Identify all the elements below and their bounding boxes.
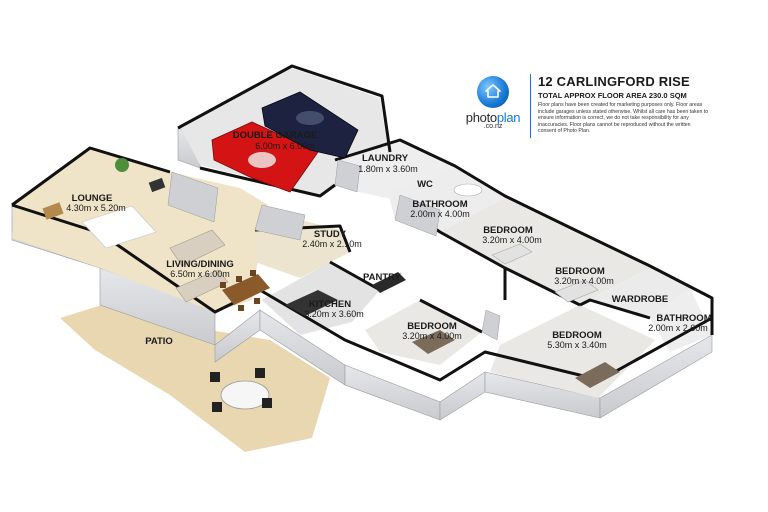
room-dims-garage: 6.00m x 6.00m	[255, 141, 315, 151]
room-dims-bed3: 3.20m x 4.00m	[402, 331, 462, 341]
room-name-garage: DOUBLE GARAGE	[233, 130, 317, 141]
patio-area	[60, 300, 330, 452]
room-name-laundry: LAUNDRY	[362, 153, 409, 164]
room-dims-bed1: 3.20m x 4.00m	[482, 235, 542, 245]
room-name-lounge: LOUNGE	[72, 193, 113, 204]
interior-walls	[167, 159, 501, 341]
room-name-study: STUDY	[314, 229, 347, 240]
room-name-wardrobe: WARDROBE	[612, 294, 668, 305]
room-name-bed4: BEDROOM	[552, 330, 602, 341]
house-icon	[477, 76, 509, 108]
photoplan-logo: photoplan .co.nz	[458, 76, 528, 136]
room-name-bed1: BEDROOM	[483, 225, 533, 236]
room-dims-kitchen: 3.20m x 3.60m	[304, 309, 364, 319]
room-dims-laundry: 1.80m x 3.60m	[358, 164, 418, 174]
room-name-wc: WC	[417, 179, 433, 190]
room-name-bath1: BATHROOM	[412, 199, 467, 210]
property-address: 12 CARLINGFORD RISE	[538, 74, 690, 89]
room-name-living: LIVING/DINING	[166, 259, 234, 270]
car-dark	[261, 91, 359, 159]
room-dims-bath2: 2.00m x 2.60m	[648, 323, 708, 333]
room-dims-lounge: 4.30m x 5.20m	[66, 203, 126, 213]
room-labels: DOUBLE GARAGE 6.00m x 6.00m LAUNDRY 1.80…	[66, 130, 711, 350]
room-name-bed2: BEDROOM	[555, 266, 605, 277]
room-name-pantry: PANTRY	[363, 272, 402, 283]
outdoor-table	[210, 368, 272, 412]
plan-header: photoplan .co.nz 12 CARLINGFORD RISE TOT…	[458, 70, 708, 140]
room-name-kitchen: KITCHEN	[309, 299, 351, 310]
property-info: 12 CARLINGFORD RISE TOTAL APPROX FLOOR A…	[538, 74, 710, 135]
logo-brand-a: photo	[465, 110, 497, 125]
wall-tops	[11, 64, 714, 382]
car-red	[211, 121, 319, 193]
room-name-bath2: BATHROOM	[656, 313, 711, 324]
room-dims-bath1: 2.00m x 4.00m	[410, 209, 470, 219]
header-divider	[530, 74, 531, 138]
furniture	[42, 91, 620, 412]
room-dims-bed4: 5.30m x 3.40m	[547, 340, 607, 350]
logo-brand-b: plan	[496, 110, 521, 125]
floor-area: TOTAL APPROX FLOOR AREA 230.0 SQM	[538, 91, 687, 100]
room-dims-living: 6.50m x 6.00m	[170, 269, 230, 279]
room-dims-bed2: 3.20m x 4.00m	[554, 276, 614, 286]
disclaimer-text: Floor plans have been created for market…	[538, 102, 709, 135]
room-dims-study: 2.40m x 2.10m	[302, 239, 362, 249]
room-name-bed3: BEDROOM	[407, 321, 457, 332]
room-name-patio: PATIO	[145, 336, 173, 347]
logo-domain: .co.nz	[483, 123, 503, 130]
